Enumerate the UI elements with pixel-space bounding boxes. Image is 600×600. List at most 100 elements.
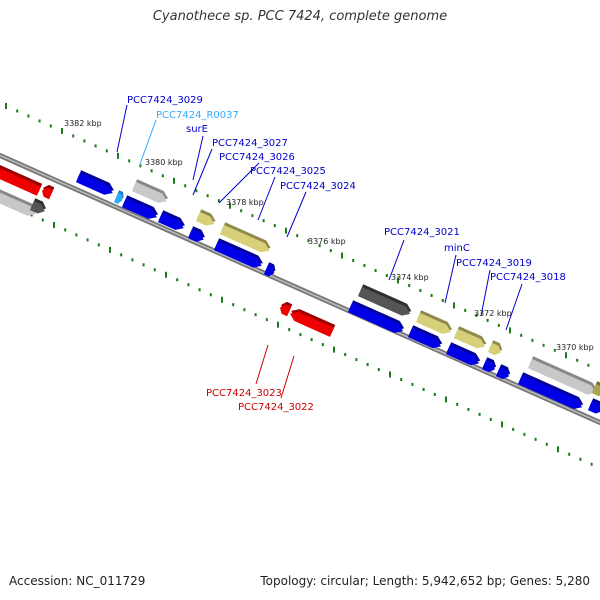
scale-tick-upper [587, 363, 590, 367]
gene-label: PCC7424_3019 [456, 258, 532, 269]
gene-label: minC [444, 243, 470, 254]
reverse-gene-arrow-face [0, 165, 41, 196]
scale-tick-upper [38, 119, 41, 123]
forward-gene-arrow-face [481, 360, 495, 373]
label-leader-line [257, 176, 276, 221]
scale-tick-lower [232, 303, 235, 307]
scale-tick-lower [299, 333, 302, 337]
pseudo-gene-box [415, 310, 453, 334]
scale-tick-lower [30, 213, 33, 217]
kbp-label: 3370 kbp [556, 343, 594, 352]
scale-tick-lower [467, 407, 470, 411]
scale-tick-upper [72, 134, 75, 138]
scale-tick-upper [195, 189, 198, 193]
scale-tick-lower [489, 417, 492, 421]
label-leader-lines [116, 104, 523, 399]
rna-gene-arrow [113, 190, 124, 204]
scale-tick-lower [422, 387, 425, 391]
scale-tick-lower [366, 363, 369, 367]
scale-tick-lower [333, 346, 335, 353]
forward-gene-arrow-face [121, 198, 157, 219]
gene-label: PCC7424_3021 [384, 227, 460, 238]
scale-tick-lower [131, 258, 134, 262]
reverse-gene-arrow [279, 301, 293, 317]
scale-tick-upper [542, 343, 545, 347]
scale-tick-lower [355, 358, 358, 362]
scale-tick-upper [408, 283, 411, 287]
scale-tick-lower [579, 457, 582, 461]
pseudo-gene-box-face [219, 225, 270, 253]
scale-tick-lower [165, 271, 167, 278]
scale-tick-lower [97, 243, 100, 247]
reverse-gene-arrow [41, 184, 55, 200]
scale-tick-upper [430, 293, 433, 297]
kbp-label: 3382 kbp [64, 119, 102, 128]
forward-gene-arrow [187, 226, 205, 242]
forward-gene-arrow [407, 325, 443, 349]
label-leader-line [480, 269, 491, 317]
forward-gene-arrow [481, 357, 497, 373]
reverse-gene-arrow-face [41, 187, 54, 200]
pseudo-gene-box-face [487, 343, 501, 356]
label-leader-line [286, 191, 307, 238]
scale-tick-upper [329, 249, 332, 253]
scale-tick-lower [433, 392, 436, 396]
scale-tick-lower [120, 253, 123, 257]
scale-tick-upper [173, 177, 175, 184]
gene-label: PCC7424_3025 [250, 166, 326, 177]
pseudo-gene-box [527, 356, 597, 395]
pseudo-gene-box [487, 340, 503, 356]
scale-tick-upper [497, 323, 500, 327]
forward-gene-arrow-face [157, 213, 184, 230]
pseudo-gene-box [453, 326, 487, 349]
pseudo-gene-box-face [527, 359, 596, 395]
pseudo-gene-box-face [357, 287, 411, 316]
gene-label: PCC7424_3024 [280, 181, 356, 192]
label-leader-line [139, 119, 157, 165]
label-leader-line [280, 355, 295, 399]
scale-tick-lower [153, 268, 156, 272]
scale-tick-lower [176, 278, 179, 282]
scale-tick-lower [53, 221, 55, 228]
figure-title: Cyanothece sp. PCC 7424, complete genome [152, 9, 448, 24]
scale-tick-lower [198, 288, 201, 292]
label-leader-line [444, 254, 457, 304]
forward-gene-arrow-face [407, 328, 442, 349]
scale-tick-lower [187, 283, 190, 287]
scale-tick-lower [568, 452, 571, 456]
scale-tick-upper [520, 333, 523, 337]
scale-tick-upper [453, 302, 455, 309]
scale-tick-lower [254, 313, 257, 317]
forward-gene-arrow-face [213, 241, 262, 268]
forward-gene-arrow-face [75, 173, 113, 195]
scale-tick-lower [389, 371, 391, 378]
backbone-highlight [0, 154, 600, 424]
pseudo-gene-box [131, 179, 169, 203]
scale-tick-upper [27, 114, 30, 118]
scale-tick-upper [553, 348, 556, 352]
scale-tick-upper [83, 139, 86, 143]
scale-tick-upper [307, 239, 310, 243]
kbp-label: 3374 kbp [391, 273, 429, 282]
scale-tick-upper [150, 169, 153, 173]
accession-text: Accession: NC_011729 [9, 574, 146, 588]
kbp-label: 3372 kbp [474, 309, 512, 318]
scale-tick-lower [377, 368, 380, 372]
scale-tick-lower [523, 432, 526, 436]
forward-gene-arrow [495, 364, 511, 380]
kbp-label: 3376 kbp [308, 237, 346, 246]
scale-tick-upper [419, 288, 422, 292]
scale-tick-lower [41, 218, 44, 222]
scale-tick-upper [374, 269, 377, 273]
scale-tick-upper [273, 224, 276, 228]
scale-tick-upper [363, 264, 366, 268]
scale-tick-upper [117, 152, 119, 159]
scale-tick-upper [531, 338, 534, 342]
reverse-gene-arrow-face [289, 311, 335, 337]
scale-tick-lower [243, 308, 246, 312]
pseudo-gene-box-face [591, 384, 600, 397]
forward-gene-arrow [263, 262, 276, 277]
scale-tick-lower [109, 246, 111, 253]
label-leader-line [192, 135, 204, 181]
